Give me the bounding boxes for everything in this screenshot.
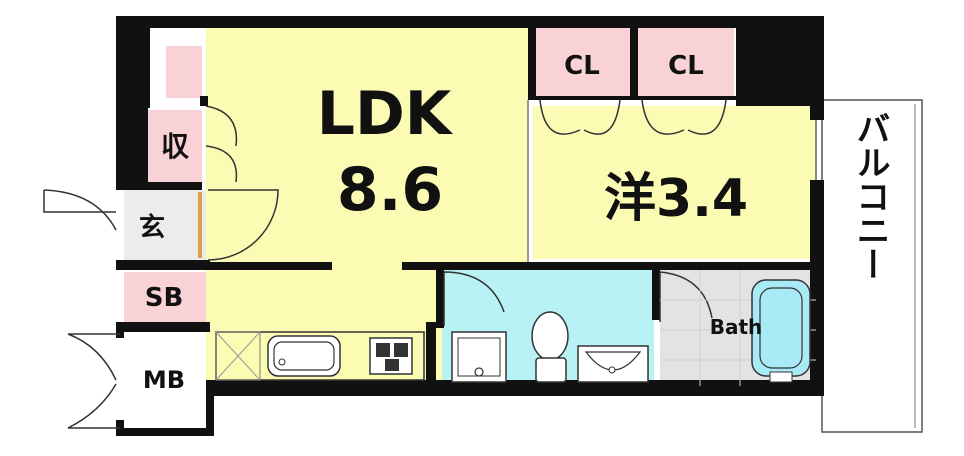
ldk-label: LDK bbox=[317, 79, 454, 149]
balcony-area bbox=[821, 99, 923, 433]
wash-basin bbox=[577, 345, 649, 383]
closet-2-floor bbox=[638, 28, 734, 100]
balcony-label: バルコニー bbox=[850, 111, 890, 281]
shoe-box-label: SB bbox=[145, 283, 184, 313]
bath-label: Bath bbox=[710, 315, 763, 339]
closet-1-label: CL bbox=[564, 51, 600, 81]
closet-1-floor bbox=[535, 28, 630, 100]
toilet bbox=[531, 311, 569, 383]
ldk-size-label: 8.6 bbox=[337, 155, 443, 225]
shoe-box-floor bbox=[124, 272, 206, 322]
western-room-floor bbox=[533, 106, 816, 259]
washing-machine-pan bbox=[451, 331, 507, 383]
entrance-floor bbox=[124, 190, 206, 260]
storage-label: 収 bbox=[161, 130, 190, 163]
closet-2-label: CL bbox=[668, 51, 704, 81]
meter-box-label: MB bbox=[143, 366, 185, 394]
meter-box-floor bbox=[124, 334, 206, 428]
walls bbox=[116, 16, 824, 436]
western-room-label: 洋3.4 bbox=[604, 169, 748, 229]
storage-floor bbox=[148, 110, 202, 182]
kitchen-sink bbox=[267, 335, 341, 377]
bathtub bbox=[751, 279, 811, 383]
entrance-label: 玄 bbox=[139, 212, 165, 243]
storage-upper-floor bbox=[166, 46, 202, 98]
door-swings bbox=[43, 99, 727, 429]
gas-stove bbox=[369, 337, 413, 375]
